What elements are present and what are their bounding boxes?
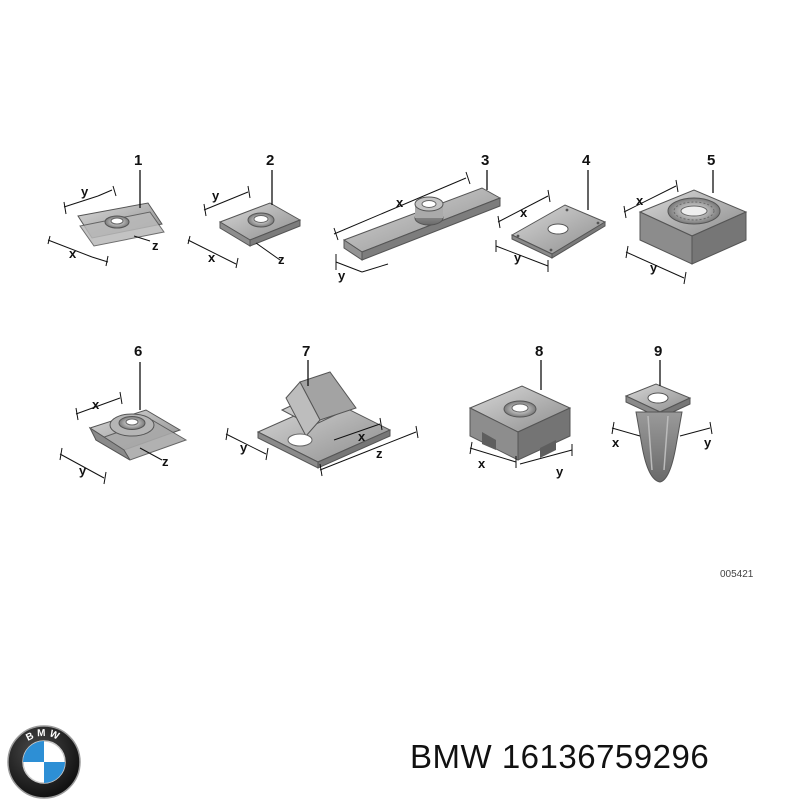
- part-1: 1 y x z: [47, 152, 165, 267]
- bmw-logo-icon: BMW: [7, 725, 81, 799]
- dimension-label: y: [556, 464, 564, 479]
- dimension-label: x: [208, 250, 216, 265]
- part-number: 7: [302, 343, 310, 360]
- dimension-label: y: [212, 188, 220, 203]
- dimension-label: z: [152, 238, 159, 253]
- dimension-label: x: [520, 205, 528, 220]
- part-8: 8 x y: [468, 343, 573, 479]
- dimension-label: x: [636, 193, 644, 208]
- part-caption: BMW 16136759296: [410, 738, 710, 775]
- dimension-label: z: [376, 446, 383, 461]
- dimension-label: z: [162, 454, 169, 469]
- part-5: 5 x y: [623, 152, 748, 285]
- part-number: 9: [654, 343, 662, 360]
- dimension-label: y: [514, 250, 522, 265]
- dimension-label: x: [612, 435, 620, 450]
- dimension-label: y: [79, 463, 87, 478]
- dimension-label: x: [478, 456, 486, 471]
- dimension-label: y: [704, 435, 712, 450]
- part-number: 8: [535, 343, 543, 360]
- part-number: 1: [134, 152, 142, 169]
- part-6: 6 x y z: [59, 343, 188, 485]
- diagram-code: 005421: [720, 569, 754, 580]
- dimension-label: x: [69, 246, 77, 261]
- part-9: 9 x y: [611, 343, 713, 483]
- part-4: 4 x y: [495, 152, 607, 272]
- dimension-label: y: [338, 268, 346, 283]
- dimension-label: y: [81, 184, 89, 199]
- part-3: 3 x y: [333, 152, 502, 283]
- dimension-label: y: [650, 260, 658, 275]
- part-number: 5: [707, 152, 715, 169]
- part-7: 7 y x z: [225, 343, 419, 477]
- dimension-label: z: [278, 252, 285, 267]
- dimension-label: x: [92, 397, 100, 412]
- part-number: 4: [582, 152, 591, 169]
- dimension-label: x: [358, 429, 366, 444]
- part-number: 3: [481, 152, 489, 169]
- part-number: 6: [134, 343, 142, 360]
- part-2: 2 y x z: [187, 152, 302, 269]
- part-number: 2: [266, 152, 274, 169]
- svg-text:BMW: BMW: [24, 728, 63, 744]
- dimension-label: x: [396, 195, 404, 210]
- dimension-label: y: [240, 440, 248, 455]
